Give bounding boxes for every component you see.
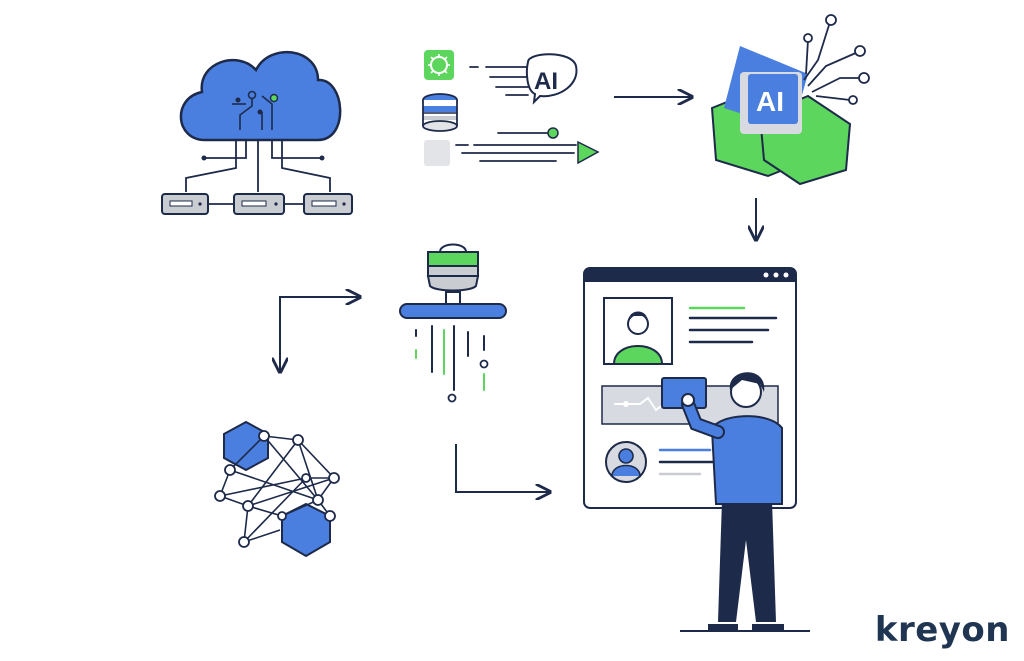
ai-speech-bubble bbox=[525, 53, 578, 105]
person-avatar-icon bbox=[603, 297, 673, 365]
bug-icon bbox=[424, 50, 454, 80]
ai-badge-label: AI bbox=[756, 86, 784, 117]
document-icon bbox=[424, 140, 450, 166]
server-icon bbox=[303, 193, 353, 215]
brand-logo: kreyon bbox=[874, 610, 1010, 650]
network-graph-icon bbox=[214, 420, 340, 558]
flow-arrow bbox=[279, 297, 360, 346]
person-figure bbox=[661, 372, 810, 632]
person-avatar-icon bbox=[605, 441, 647, 483]
satellite-dish-icon bbox=[399, 243, 507, 403]
server-icon bbox=[233, 193, 285, 215]
cloud-icon bbox=[179, 50, 342, 142]
cloud-server-group bbox=[161, 50, 353, 215]
database-icon bbox=[422, 93, 458, 132]
ai-cube-icon: AI bbox=[710, 14, 870, 186]
flow-arrow bbox=[455, 444, 550, 492]
circuit-icon bbox=[232, 95, 273, 130]
play-arrow-icon bbox=[577, 140, 600, 165]
data-input-group: AI bbox=[422, 50, 600, 166]
server-icon bbox=[161, 193, 209, 215]
ai-bubble-label: AI bbox=[534, 68, 558, 95]
